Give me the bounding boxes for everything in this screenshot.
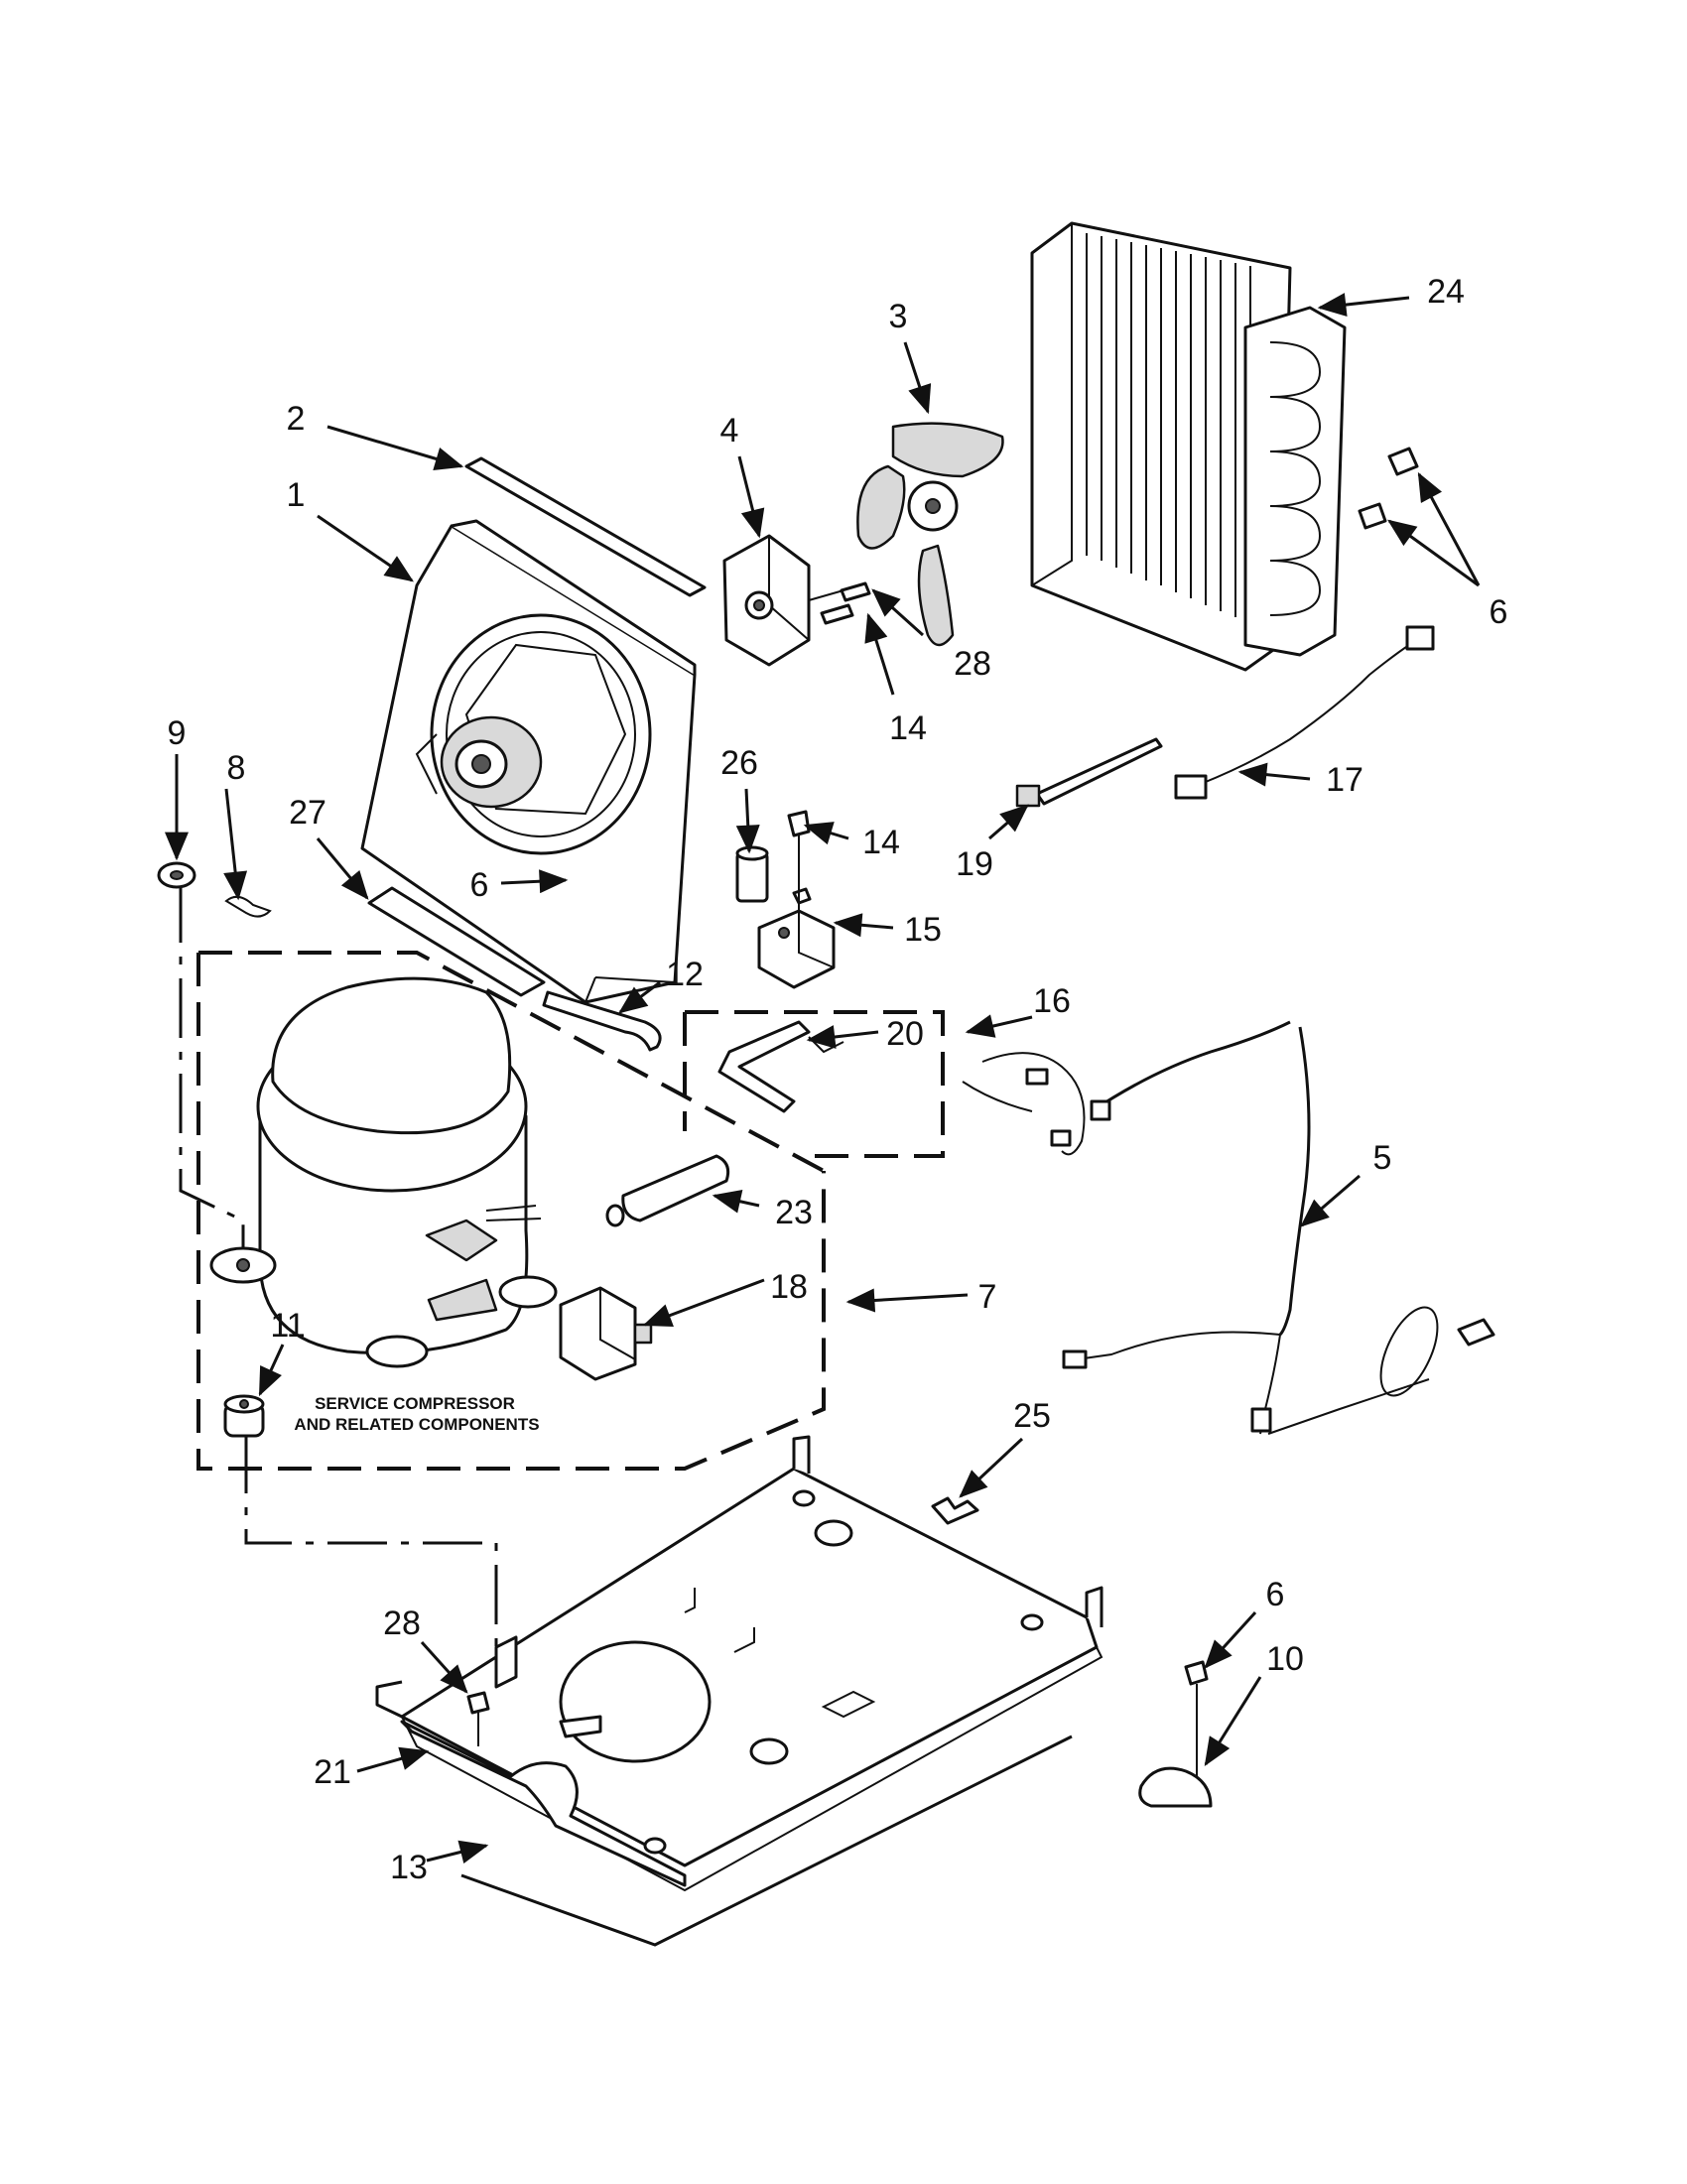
callout-8: 8 (227, 749, 246, 787)
callout-14-top: 14 (889, 709, 927, 747)
callout-6-condenser: 6 (1490, 593, 1508, 631)
callout-5: 5 (1373, 1139, 1392, 1177)
washer-part (157, 861, 196, 889)
callout-9: 9 (168, 714, 187, 752)
grommet-part (223, 1394, 265, 1438)
callout-28-base: 28 (383, 1605, 421, 1642)
base-strap-part (400, 1720, 687, 1887)
callout-21: 21 (314, 1753, 351, 1791)
relay-box-part (757, 887, 836, 989)
callout-27: 27 (289, 794, 326, 832)
base-screw-part (466, 1691, 490, 1746)
callout-28-top: 28 (954, 645, 991, 683)
callout-12: 12 (666, 956, 704, 993)
tube-clamp-part (1138, 1660, 1213, 1808)
callout-13: 13 (390, 1849, 428, 1886)
clip-part (224, 895, 272, 918)
motor-screws-part (820, 581, 871, 625)
callout-24: 24 (1427, 273, 1465, 311)
capacitor-part (735, 845, 769, 903)
callout-19: 19 (956, 845, 993, 883)
callout-23: 23 (775, 1194, 813, 1231)
service-note-line1: SERVICE COMPRESSOR (315, 1394, 515, 1413)
condenser-screws-part (1358, 447, 1419, 530)
condenser-part (1030, 221, 1347, 672)
shroud-top-strip-part (464, 456, 707, 597)
cable-tie-part (1015, 737, 1163, 808)
callout-6-clamp: 6 (1266, 1576, 1285, 1613)
callout-26: 26 (720, 744, 758, 782)
drain-tube-part (542, 990, 662, 1052)
fan-shroud-part (360, 519, 697, 1004)
callout-labels: 2 1 3 4 28 14 24 6 17 19 26 14 15 6 27 8… (168, 273, 1508, 1886)
callout-1: 1 (287, 476, 306, 514)
assembly-centerlines (179, 883, 498, 1647)
callout-16: 16 (1033, 982, 1071, 1020)
main-wiring-harness-part (962, 1020, 1495, 1435)
service-compressor-group-outline (196, 951, 945, 1471)
callout-arrows (165, 293, 1481, 1864)
bracket-part (717, 1020, 844, 1113)
callout-11: 11 (270, 1307, 305, 1345)
service-note: SERVICE COMPRESSOR AND RELATED COMPONENT… (294, 1394, 539, 1434)
base-clip-part (931, 1496, 979, 1525)
fan-motor-part (722, 534, 844, 667)
shroud-gasket-part (367, 886, 546, 997)
start-relay-part (559, 1286, 653, 1381)
service-note-line2: AND RELATED COMPONENTS (294, 1415, 539, 1434)
callout-7: 7 (978, 1278, 997, 1316)
callout-2: 2 (287, 400, 306, 438)
compressor-part (209, 976, 558, 1368)
callout-10: 10 (1266, 1640, 1304, 1678)
base-pan-part (375, 1435, 1103, 1892)
insulation-sheet-part (460, 1734, 1073, 1947)
callout-17: 17 (1326, 761, 1363, 799)
callout-4: 4 (720, 412, 739, 450)
callout-14-relay: 14 (862, 824, 900, 861)
callout-6-shroud: 6 (470, 866, 489, 904)
fan-blade-part (856, 422, 1004, 647)
callout-25: 25 (1013, 1397, 1051, 1435)
callout-18: 18 (770, 1268, 808, 1306)
filter-drier-part (605, 1154, 730, 1227)
callout-15: 15 (904, 911, 942, 949)
callout-3: 3 (889, 298, 908, 335)
callout-20: 20 (886, 1015, 924, 1053)
